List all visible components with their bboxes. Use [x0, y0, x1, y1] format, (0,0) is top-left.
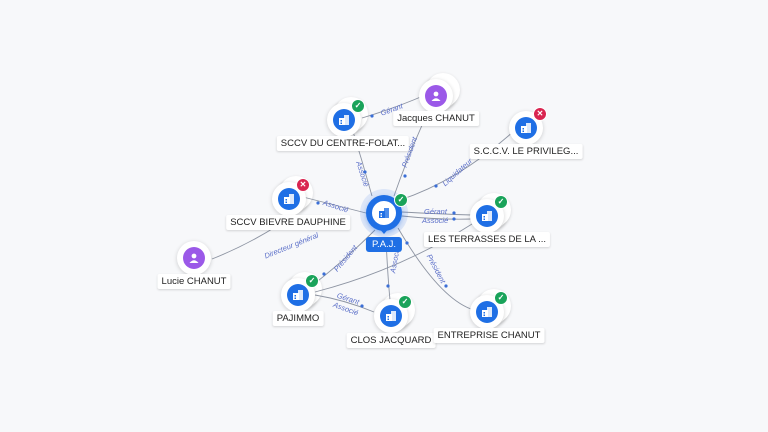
edge-arrow [322, 272, 326, 276]
edge-arrow [452, 217, 456, 221]
edge-label-associe: Associé [421, 216, 448, 225]
node-label[interactable]: LES TERRASSES DE LA ... [423, 232, 551, 247]
edge-arrow [363, 170, 367, 174]
building-icon [476, 205, 498, 227]
building-icon [333, 109, 355, 131]
edge-label-gerant: Gérant [424, 207, 448, 216]
edge-label-associe: Associé [354, 159, 371, 188]
building-icon [515, 117, 537, 139]
active-status-icon: ✓ [398, 295, 412, 309]
node-clos-jacquard[interactable]: ✓ [374, 293, 415, 333]
building-icon [380, 305, 402, 327]
node-label[interactable]: SCCV DU CENTRE-FOLAT... [276, 136, 410, 151]
pin-tip [378, 227, 390, 234]
edge-label-directeur-general: Directeur général [263, 230, 320, 260]
node-sccv-bievre[interactable]: ✕ [272, 176, 313, 216]
node-lucie-chanut[interactable] [177, 241, 211, 275]
edge-center-privileg [399, 129, 516, 201]
node-entreprise-chanut[interactable]: ✓ [470, 289, 511, 329]
node-jacques-chanut[interactable] [419, 73, 460, 113]
edge-label-president: Président [332, 243, 360, 274]
node-label[interactable]: S.C.C.V. LE PRIVILEG... [469, 144, 583, 159]
edge-arrow [452, 211, 456, 215]
node-pajimmo[interactable]: ✓ [281, 272, 322, 312]
edge-arrow [444, 284, 448, 288]
node-label[interactable]: CLOS JACQUARD [346, 333, 436, 348]
closed-status-icon: ✕ [296, 178, 310, 192]
node-label[interactable]: PAJIMMO [272, 311, 324, 326]
edge-arrow [434, 184, 438, 188]
edge-arrow [370, 114, 374, 118]
closed-status-icon: ✕ [533, 107, 547, 121]
node-sccv-centre[interactable]: ✓ [327, 97, 368, 137]
active-status-icon: ✓ [494, 195, 508, 209]
node-les-terrasses[interactable]: ✓ [470, 193, 511, 233]
building-icon [476, 301, 498, 323]
edge-center-pajimmo [313, 229, 376, 285]
center-node[interactable]: ✓ [360, 189, 408, 237]
edge-center-bievre [302, 196, 367, 214]
building-icon [372, 201, 396, 225]
center-node-label[interactable]: P.A.J. [365, 237, 403, 252]
edge-label-liquidateur: Liquidateur [440, 156, 474, 188]
edge-pajimmo-clos [314, 294, 375, 313]
edge-arrow [386, 284, 390, 288]
node-label[interactable]: Jacques CHANUT [393, 111, 479, 126]
person-icon [183, 247, 205, 269]
building-icon [287, 284, 309, 306]
edge-arrow [403, 174, 407, 178]
active-status-icon: ✓ [394, 193, 408, 207]
node-label[interactable]: SCCV BIEVRE DAUPHINE [226, 215, 350, 230]
edge-arrow [316, 201, 320, 205]
active-status-icon: ✓ [305, 274, 319, 288]
edge-center-terrasses [401, 211, 473, 216]
edge-arrow [405, 241, 409, 245]
active-status-icon: ✓ [351, 99, 365, 113]
person-icon [425, 85, 447, 107]
building-icon [278, 188, 300, 210]
node-label[interactable]: Lucie CHANUT [157, 274, 231, 289]
node-label[interactable]: ENTREPRISE CHANUT [433, 328, 545, 343]
active-status-icon: ✓ [494, 291, 508, 305]
edge-arrow [360, 304, 364, 308]
edge-center-terrasses-2 [401, 215, 473, 220]
edge-sccv-jacques [361, 95, 424, 119]
edge-label-president: Président [425, 253, 448, 286]
edge-label-associe: Associé [321, 198, 350, 215]
node-sccv-privileg[interactable]: ✕ [509, 107, 547, 145]
